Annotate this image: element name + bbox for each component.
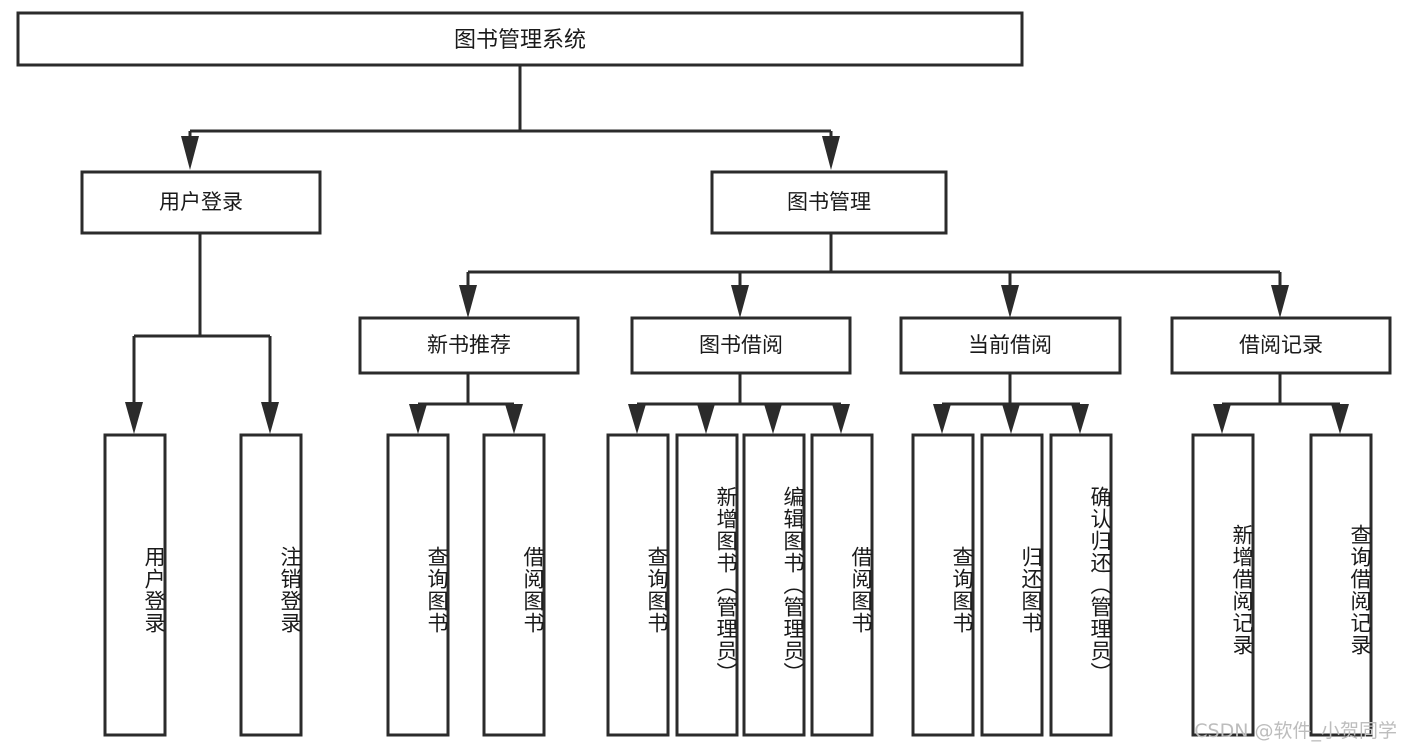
node-user-login-label: 用户登录 — [159, 190, 243, 214]
arrow-head-book-borrow — [731, 285, 749, 318]
node-root-box[interactable] — [16, 11, 1024, 67]
leaf-box-book-borrow-1[interactable] — [606, 433, 670, 737]
node-book-manage[interactable]: 图书管理 — [710, 170, 948, 235]
node-user-login[interactable]: 用户登录 — [80, 170, 322, 235]
arrow-head-new-book-recommend — [459, 285, 477, 318]
arrow-head-leaf-newbook-1 — [409, 404, 427, 434]
leaf-box-current-borrow-1[interactable] — [911, 433, 975, 737]
node-root-label: 图书管理系统 — [454, 28, 586, 53]
leaf-box-current-borrow-2[interactable] — [980, 433, 1044, 737]
leaf-box-user-login-1[interactable] — [103, 433, 167, 737]
arrow-head-borrow-record — [1271, 285, 1289, 318]
arrow-head-current-borrow — [1001, 285, 1019, 318]
leaf-box-user-login-2[interactable] — [239, 433, 303, 737]
node-current-borrow-box[interactable] — [899, 316, 1122, 375]
leaf-box-current-borrow-3[interactable] — [1049, 433, 1113, 737]
node-book-manage-label: 图书管理 — [787, 190, 871, 214]
node-book-manage-box[interactable] — [710, 170, 948, 235]
leaf-box-new-book-recommend-1[interactable] — [386, 433, 450, 737]
arrow-head-leaf-bookborrow-4 — [832, 404, 850, 434]
node-current-borrow-label: 当前借阅 — [968, 333, 1052, 357]
node-borrow-record[interactable]: 借阅记录 — [1170, 316, 1392, 375]
arrow-head-book-manage — [822, 136, 840, 170]
connector-layer — [125, 66, 1349, 434]
leaf-box-book-borrow-3[interactable] — [742, 433, 806, 737]
node-borrow-record-label: 借阅记录 — [1239, 333, 1323, 357]
node-new-book-recommend-box[interactable] — [358, 316, 580, 375]
arrow-head-leaf-currentborrow-3 — [1071, 404, 1089, 434]
arrow-head-leaf-bookborrow-1 — [628, 404, 646, 434]
node-user-login-box[interactable] — [80, 170, 322, 235]
csdn-watermark: CSDN @软件_小贺同学 — [1194, 720, 1397, 742]
arrow-head-leaf-borrowrecord-2 — [1331, 404, 1349, 434]
leaf-box-book-borrow-2[interactable] — [675, 433, 739, 737]
arrow-head-leaf-borrowrecord-1 — [1213, 404, 1231, 434]
node-book-borrow-label: 图书借阅 — [699, 333, 783, 357]
arrow-head-leaf-currentborrow-2 — [1002, 404, 1020, 434]
node-book-borrow-box[interactable] — [630, 316, 852, 375]
leaf-box-borrow-record-1[interactable] — [1191, 433, 1255, 737]
arrow-head-leaf-newbook-2 — [505, 404, 523, 434]
leaf-box-book-borrow-4[interactable] — [810, 433, 874, 737]
arrow-head-leaf-bookborrow-2 — [697, 404, 715, 434]
leaf-box-new-book-recommend-2[interactable] — [482, 433, 546, 737]
arrow-head-leaf-user-login-1 — [125, 402, 143, 434]
arrow-head-leaf-user-login-2 — [261, 402, 279, 434]
node-new-book-recommend-label: 新书推荐 — [427, 333, 511, 357]
node-book-borrow[interactable]: 图书借阅 — [630, 316, 852, 375]
node-new-book-recommend[interactable]: 新书推荐 — [358, 316, 580, 375]
arrow-head-leaf-bookborrow-3 — [764, 404, 782, 434]
leaf-box-borrow-record-2[interactable] — [1309, 433, 1373, 737]
node-current-borrow[interactable]: 当前借阅 — [899, 316, 1122, 375]
node-borrow-record-box[interactable] — [1170, 316, 1392, 375]
node-root[interactable]: 图书管理系统 — [16, 11, 1024, 67]
arrow-head-user-login — [181, 136, 199, 170]
arrow-head-leaf-currentborrow-1 — [933, 404, 951, 434]
